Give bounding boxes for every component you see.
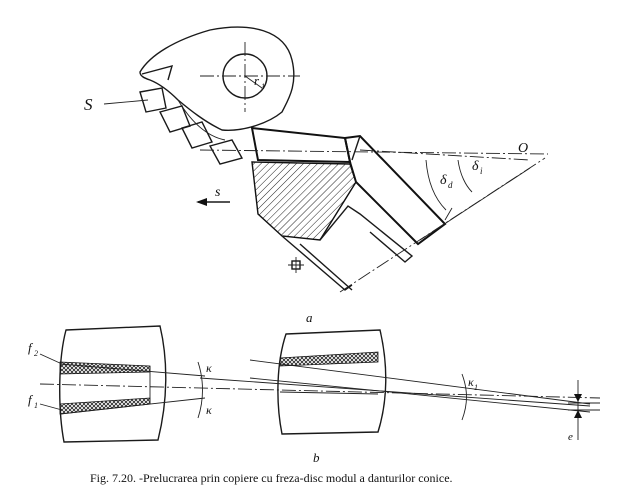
cutter-teeth — [139, 87, 244, 165]
s-leader-line — [103, 99, 149, 105]
label-f2: f 2 — [28, 340, 38, 358]
label-delta-i: δ i — [472, 159, 483, 176]
label-f1-sub: 1 — [34, 401, 38, 410]
label-delta-i-sub: i — [480, 166, 483, 176]
label-r1-main: r — [254, 73, 260, 88]
label-delta-d: δ d — [440, 173, 453, 190]
gear-blank — [250, 126, 447, 291]
label-kappa-bottom: κ — [206, 403, 212, 417]
label-f1-main: f — [28, 392, 34, 407]
label-f2-sub: 2 — [34, 349, 38, 358]
label-f1: f 1 — [28, 392, 38, 410]
label-kappa1-main: κ — [468, 375, 474, 389]
cutter-head — [139, 26, 300, 131]
axis-lines — [199, 149, 549, 293]
f2-leader-line — [39, 353, 63, 365]
blank-right — [277, 329, 387, 435]
label-delta-d-sub: d — [448, 180, 453, 190]
feed-arrow — [196, 198, 230, 206]
label-e: e — [568, 431, 573, 443]
label-s-cutter: S — [84, 95, 93, 114]
label-kappa1-sub: 1 — [474, 383, 478, 392]
label-kappa-top: κ — [206, 361, 212, 375]
label-kappa1: κ 1 — [468, 375, 478, 392]
label-f2-main: f — [28, 340, 34, 355]
label-part-a: a — [306, 310, 313, 325]
label-delta-i-main: δ — [472, 159, 479, 174]
label-apex-o: O — [518, 141, 528, 156]
label-r1: r 1 — [254, 73, 265, 91]
label-part-b: b — [313, 450, 320, 465]
figure-caption: Fig. 7.20. -Prelucrarea prin copiere cu … — [90, 471, 453, 485]
b-axis-lines — [39, 359, 601, 440]
blank-left — [59, 325, 167, 443]
label-feed-s: s — [215, 185, 221, 200]
label-r1-sub: 1 — [261, 82, 265, 91]
label-delta-d-main: δ — [440, 173, 447, 188]
f1-leader-line — [39, 403, 63, 411]
